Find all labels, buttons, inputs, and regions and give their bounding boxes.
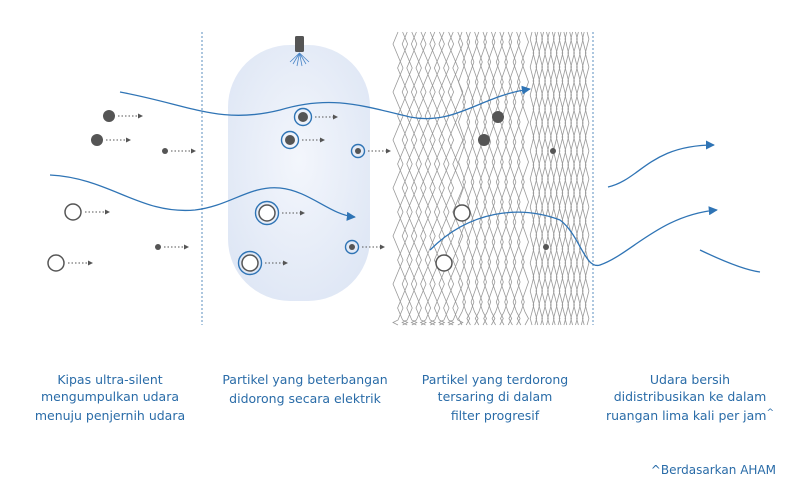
- particle-icon: [550, 148, 556, 154]
- filter-fiber: [544, 31, 549, 326]
- filter-fiber: [573, 31, 578, 326]
- particles: [47, 107, 556, 276]
- filter-fiber: [576, 31, 581, 326]
- particle-icon: [435, 254, 453, 272]
- filter-fiber: [491, 31, 500, 326]
- filter-fiber: [428, 31, 441, 326]
- filter-fiber: [508, 31, 517, 326]
- filter-fiber: [443, 31, 455, 326]
- filter-fiber: [529, 31, 535, 326]
- airflow-stream-middle: [49, 174, 356, 221]
- filter-fiber: [550, 31, 555, 326]
- particle-icon: [162, 148, 196, 154]
- ionization-chamber: [228, 45, 370, 301]
- filter-fiber: [535, 31, 541, 326]
- filter-fiber: [466, 31, 475, 326]
- filter-fiber: [547, 31, 552, 326]
- filter-fiber: [462, 31, 471, 326]
- particle-icon: [478, 134, 490, 146]
- filter-fiber: [433, 31, 446, 326]
- caption-progressive-filter: Partikel yang terdorong tersaring di dal…: [421, 372, 569, 424]
- airflow-stream-lower: [429, 206, 718, 266]
- filter-fiber: [558, 31, 564, 326]
- filter-fiber: [483, 31, 492, 326]
- filter-fiber: [487, 31, 496, 326]
- charged-particle-icon: [293, 107, 338, 127]
- ionizer-emitter-icon: [289, 36, 310, 67]
- charged-particle-icon: [344, 239, 385, 255]
- filter-fiber: [579, 31, 584, 326]
- filter-fiber: [581, 31, 587, 326]
- filter-fiber: [410, 31, 422, 326]
- particle-icon: [47, 254, 93, 272]
- filter-fiber: [495, 31, 504, 326]
- particle-icon: [453, 204, 471, 222]
- airflow-stream-top: [119, 85, 531, 120]
- filter-fiber: [474, 31, 483, 326]
- particle-icon: [91, 134, 131, 146]
- filter-fiber: [415, 31, 427, 326]
- filter-fiber: [555, 31, 561, 326]
- caption-fan-intake: Kipas ultra-silent mengumpulkan udara me…: [34, 372, 186, 424]
- filter-fiber: [397, 31, 409, 326]
- filter-fiber: [438, 31, 450, 326]
- filter-fiber: [564, 31, 570, 326]
- filter-fiber: [538, 31, 543, 326]
- charged-particle-icon: [280, 130, 325, 150]
- filter-fiber: [479, 31, 487, 326]
- filter-fiber: [424, 31, 437, 326]
- particle-icon: [155, 244, 189, 250]
- filter-fiber: [561, 31, 567, 326]
- filter-fiber: [419, 31, 432, 326]
- filter-fiber: [570, 31, 575, 326]
- particle-icon: [103, 110, 143, 122]
- filter-fiber: [516, 31, 525, 326]
- filter-fiber: [504, 31, 513, 326]
- filter-fiber: [500, 31, 508, 326]
- filter-fiber: [470, 31, 479, 326]
- filter-fiber: [458, 31, 466, 326]
- filter-fiber: [392, 31, 404, 326]
- particle-icon: [64, 203, 110, 221]
- charged-particle-icon: [254, 200, 305, 226]
- filter-fiber: [406, 31, 418, 326]
- footnote-aham: ^Berdasarkan AHAM: [650, 463, 776, 477]
- particle-icon: [492, 111, 504, 123]
- progressive-filter: [392, 31, 590, 326]
- airflow-stream-outlet-top: [607, 140, 715, 188]
- caption-clean-air-output: Udara bersih didistribusikan ke dalam ru…: [605, 372, 775, 424]
- filter-fiber: [452, 31, 464, 326]
- particle-icon: [543, 244, 549, 250]
- filter-fiber: [552, 31, 558, 326]
- caption-electric-charge: Partikel yang beterbangan didorong secar…: [222, 372, 388, 407]
- filter-fiber: [512, 31, 521, 326]
- air-purifier-process-diagram: [47, 31, 761, 326]
- airflow-stream-outlet-bottom: [699, 249, 761, 273]
- filter-fiber: [532, 31, 538, 326]
- charged-particle-icon: [237, 250, 288, 276]
- filter-fiber: [447, 31, 459, 326]
- filter-fiber: [401, 31, 413, 326]
- airflow-streams: [49, 85, 761, 273]
- filter-fiber: [541, 31, 546, 326]
- filter-fiber: [567, 31, 572, 326]
- filter-fiber: [521, 31, 529, 326]
- charged-particle-icon: [350, 143, 391, 159]
- filter-fiber: [584, 31, 590, 326]
